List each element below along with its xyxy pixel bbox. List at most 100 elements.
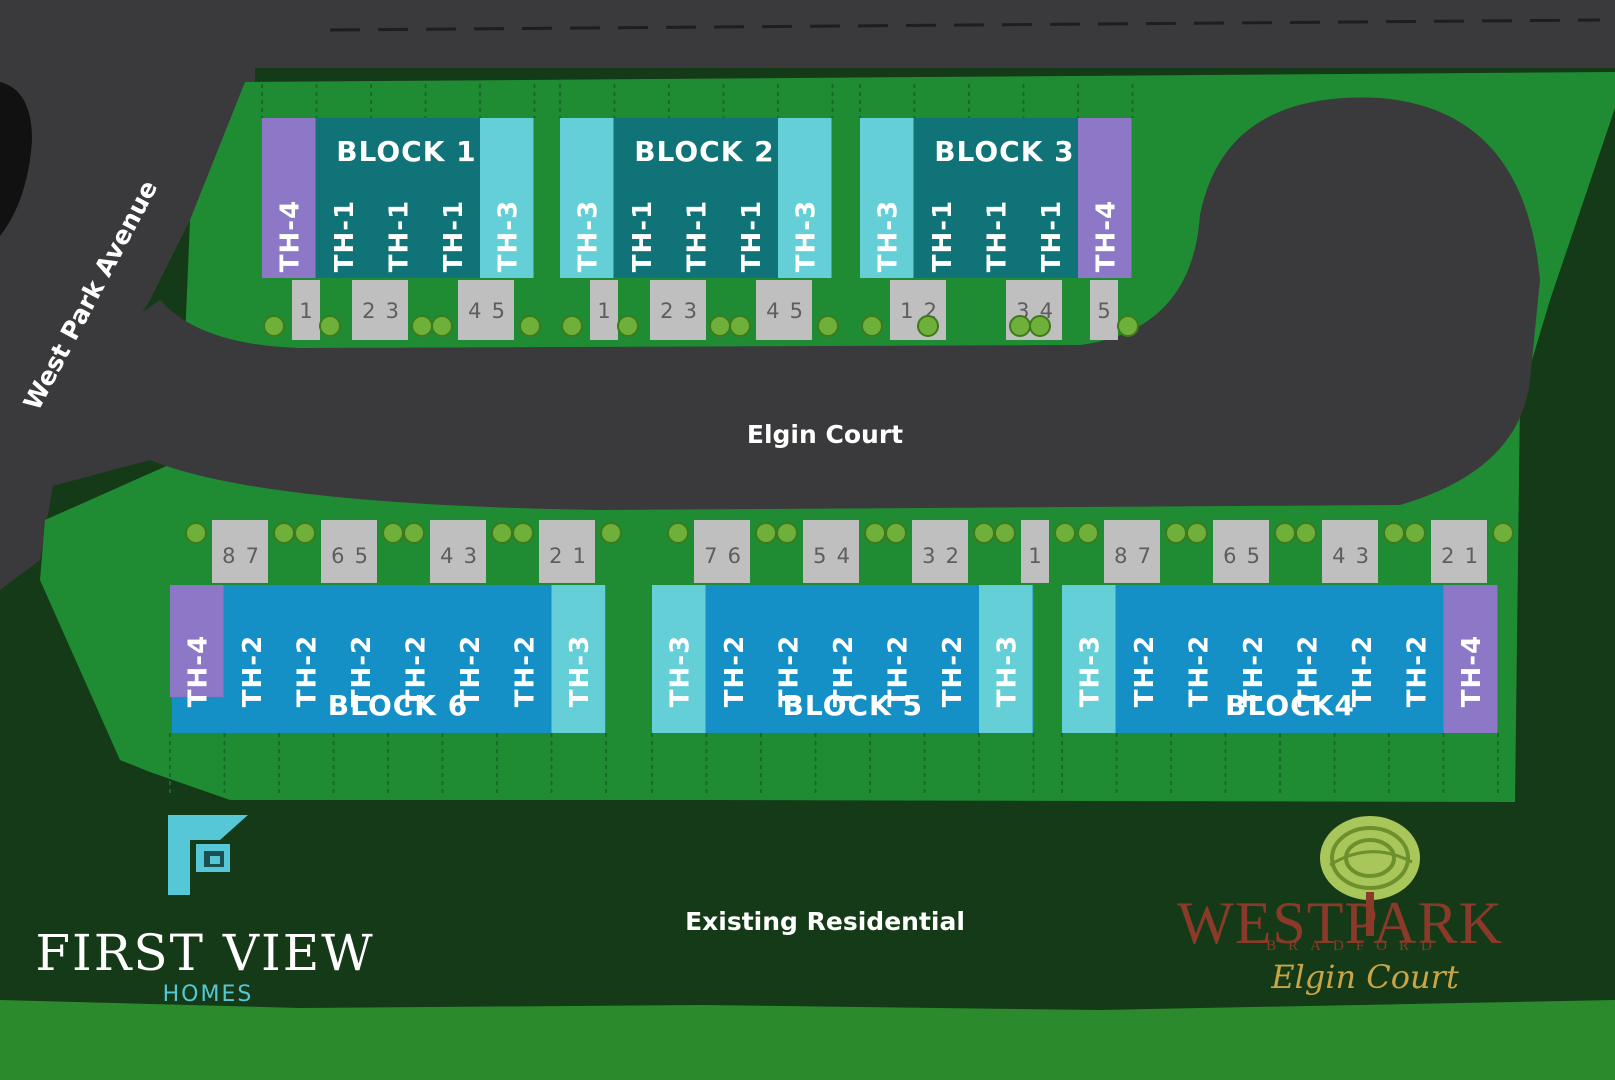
shrub-icon [1077,522,1099,544]
driveway [321,520,377,583]
driveway [539,520,595,583]
unit[interactable]: TH-1 [1023,118,1078,278]
unit-footprint [669,118,723,278]
shrub-icon [1295,522,1317,544]
unit[interactable]: TH-2 [761,585,815,733]
unit[interactable]: TH-1 [316,118,371,278]
shrub-icon [519,315,541,337]
unit[interactable]: TH-2 [924,585,979,733]
driveway [458,280,514,340]
driveway [912,520,968,583]
unit-type-label: TH-2 [1402,635,1432,707]
shrub-icon [1117,315,1139,337]
unit[interactable]: TH-1 [723,118,778,278]
unit-type-label: TH-2 [1184,635,1214,707]
unit[interactable]: TH-2 [224,585,279,733]
unit-type-label: TH-4 [1091,200,1121,272]
unit[interactable]: TH-2 [1280,585,1334,733]
block-label: BLOCK4 [1225,689,1355,722]
lot-number: 6 [1223,544,1236,568]
shrub-icon [885,522,907,544]
unit-footprint [969,118,1023,278]
unit[interactable]: TH-1 [614,118,669,278]
shrub-icon [1383,522,1405,544]
unit[interactable]: TH-2 [815,585,870,733]
lot-number: 4 [440,544,453,568]
bottom-lawn-strip [0,1000,1615,1080]
unit[interactable]: TH-2 [1334,585,1389,733]
unit[interactable]: TH-3 [860,118,914,278]
lot-number: 1 [573,544,586,568]
unit-footprint [870,585,924,733]
unit[interactable]: TH-3 [560,118,614,278]
lot-number: 1 [900,299,913,323]
unit[interactable]: TH-1 [425,118,480,278]
lot-number: 5 [1097,299,1110,323]
shrub-icon [1492,522,1514,544]
lot-number: 2 [549,544,562,568]
unit-footprint [1062,585,1116,733]
unit-footprint [224,585,278,733]
driveway [756,280,812,340]
unit[interactable]: TH-2 [706,585,761,733]
elgin-court-label: Elgin Court [747,420,903,449]
lot-number: 8 [1114,544,1127,568]
unit[interactable]: TH-4 [170,585,224,707]
unit[interactable]: TH-2 [1389,585,1443,733]
lot-number: 7 [246,544,259,568]
unit-footprint [815,585,869,733]
unit[interactable]: TH-3 [778,118,832,278]
unit[interactable]: TH-2 [870,585,924,733]
lot-number: 6 [728,544,741,568]
unit[interactable]: TH-4 [1078,118,1132,278]
driveway [1104,520,1160,583]
unit[interactable]: TH-2 [279,585,333,733]
lot-number: 7 [1138,544,1151,568]
unit[interactable]: TH-2 [1225,585,1280,733]
block-label: BLOCK 1 [336,135,476,168]
unit[interactable]: TH-2 [497,585,551,733]
driveway [1090,280,1118,340]
unit-type-label: TH-2 [347,635,377,707]
tree-logo-icon [1320,816,1420,936]
unit-type-label: TH-1 [928,200,958,272]
top-road [240,0,1615,68]
unit[interactable]: TH-2 [1116,585,1171,733]
unit[interactable]: TH-2 [1171,585,1225,733]
unit[interactable]: TH-2 [333,585,388,733]
unit-footprint [1225,585,1279,733]
driveway [212,520,268,583]
shrub-icon [431,315,453,337]
unit[interactable]: TH-2 [388,585,442,733]
unit-footprint [1334,585,1388,733]
unit-footprint [560,118,614,278]
unit-footprint [1116,585,1170,733]
roundabout-dark [0,82,32,236]
unit[interactable]: TH-4 [262,118,316,278]
lot-number: 4 [766,299,779,323]
unit[interactable]: TH-1 [914,118,969,278]
unit-footprint [1078,118,1132,278]
unit[interactable]: TH-1 [669,118,723,278]
shrub-icon [185,522,207,544]
shrub-icon [411,315,433,337]
unit-type-label: TH-1 [1037,200,1067,272]
unit[interactable]: TH-1 [969,118,1023,278]
driveway [590,280,618,340]
lot-number: 2 [946,544,959,568]
unit[interactable]: TH-3 [652,585,706,733]
unit[interactable]: TH-1 [371,118,425,278]
unit[interactable]: TH-3 [979,585,1033,733]
unit[interactable]: TH-3 [551,585,606,733]
lot-number: 5 [813,544,826,568]
unit[interactable]: TH-3 [480,118,534,278]
unit[interactable]: TH-4 [1443,585,1498,733]
first-view-logo: FIRST VIEW HOMES [35,815,373,1007]
unit[interactable]: TH-2 [442,585,497,733]
unit-footprint [1389,585,1443,733]
unit[interactable]: TH-3 [1062,585,1116,733]
